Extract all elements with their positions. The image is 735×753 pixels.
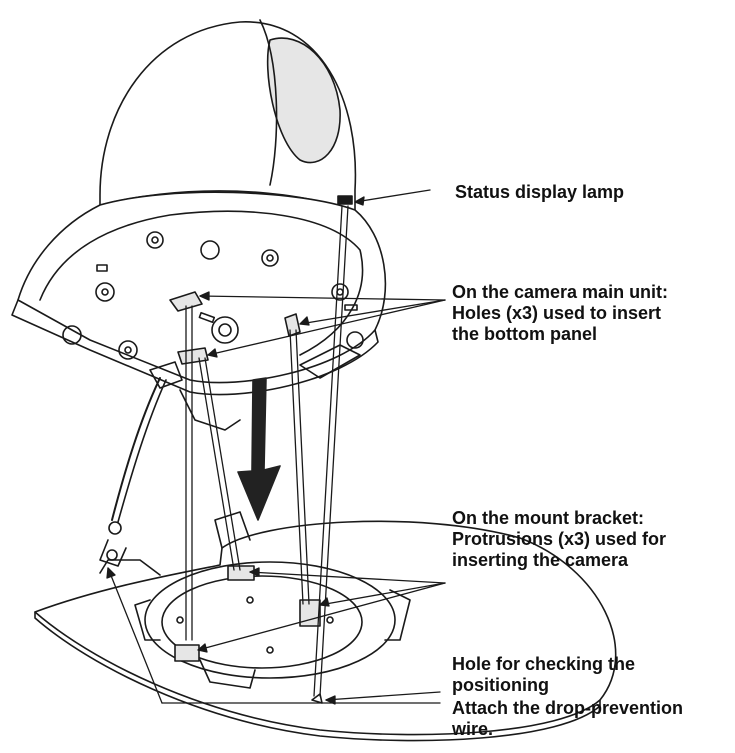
bracket-ring-outer [144, 561, 396, 679]
label-status-lamp: Status display lamp [455, 182, 625, 202]
protrusion-left [174, 644, 200, 662]
direction-arrow [237, 377, 281, 521]
positioning-hole [311, 693, 323, 704]
label-positioning-hole: Hole for checking the positioning [452, 654, 636, 695]
label-bracket-protrusions: On the mount bracket: Protrusions (x3) u… [452, 508, 667, 570]
protrusion-right [299, 599, 321, 627]
status-lamp [337, 195, 353, 205]
bracket-plate-edge [34, 611, 601, 742]
label-camera-holes: On the camera main unit: Holes (x3) used… [452, 282, 669, 344]
protrusion-top [227, 565, 255, 581]
leader-lines [106, 189, 446, 705]
alignment-lines [185, 205, 349, 697]
camera-unit [11, 19, 387, 431]
camera-base-edge [11, 299, 379, 396]
bracket-tab [214, 511, 251, 549]
mount-bracket [34, 511, 617, 742]
bracket-plate [34, 520, 617, 736]
wire-anchor [149, 361, 183, 389]
label-drop-wire: Attach the drop-prevention wire. [452, 698, 684, 739]
camera-hole-top [169, 291, 203, 312]
bracket-ring-inner [161, 575, 363, 669]
camera-lens-window [266, 37, 341, 164]
drop-prevention-wire [99, 377, 167, 567]
